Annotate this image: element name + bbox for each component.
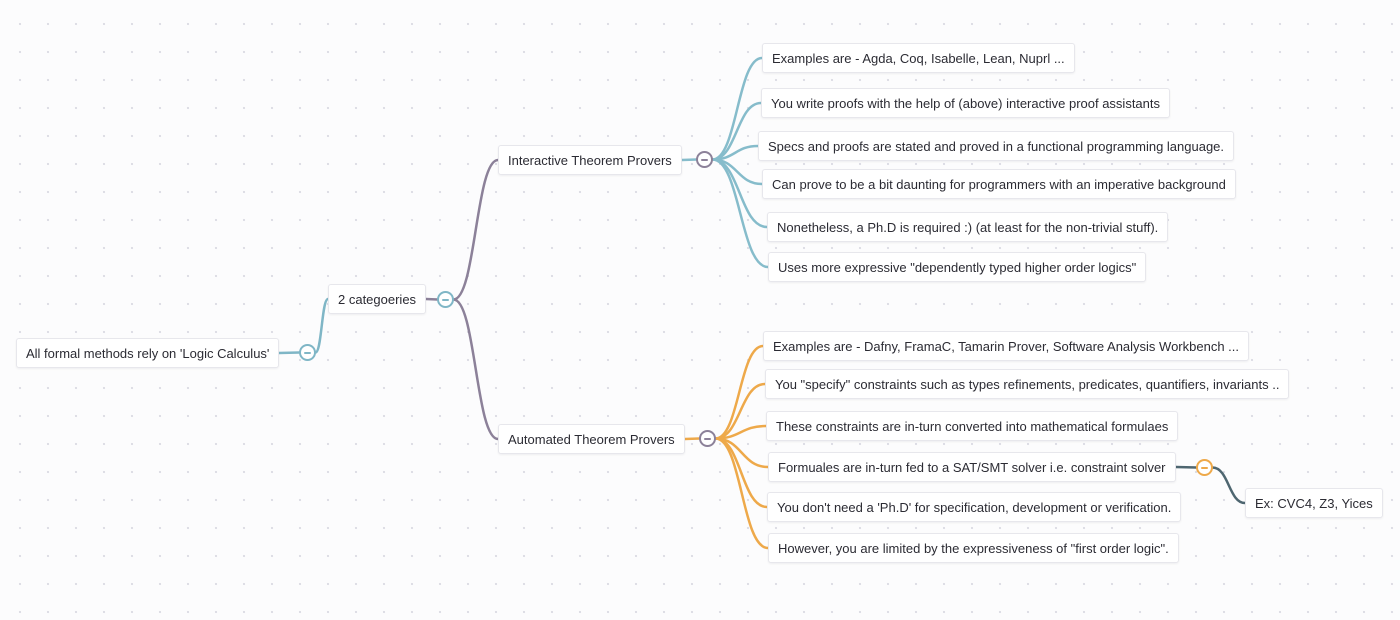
solver-collapse-toggle[interactable]: [1196, 459, 1213, 476]
categories-link-1: [452, 158, 500, 301]
interactive-link-stub: [680, 158, 698, 162]
automated-child-2[interactable]: You "specify" constraints such as types …: [765, 369, 1290, 399]
interactive-child-1[interactable]: Examples are - Agda, Coq, Isabelle, Lean…: [762, 43, 1075, 73]
categories-node[interactable]: 2 categoeries: [328, 284, 427, 314]
automated-collapse-toggle[interactable]: [699, 430, 716, 447]
interactive-child-4[interactable]: Can prove to be a bit daunting for progr…: [762, 169, 1236, 199]
solver-link-1: [1211, 466, 1247, 505]
solver-example-node[interactable]: Ex: CVC4, Z3, Yices: [1245, 488, 1383, 518]
automated-child-1[interactable]: Examples are - Dafny, FramaC, Tamarin Pr…: [763, 331, 1250, 361]
automated-child-3[interactable]: These constraints are in-turn converted …: [766, 411, 1179, 441]
categories-link-stub: [424, 297, 439, 301]
automated-link-stub: [683, 437, 701, 441]
interactive-collapse-toggle[interactable]: [696, 151, 713, 168]
interactive-link-1: [711, 56, 764, 161]
automated-provers-node[interactable]: Automated Theorem Provers: [498, 424, 685, 454]
interactive-child-5[interactable]: Nonetheless, a Ph.D is required :) (at l…: [767, 212, 1169, 242]
root-link-1: [314, 297, 330, 354]
solver-link-stub: [1174, 465, 1198, 469]
interactive-child-6[interactable]: Uses more expressive "dependently typed …: [768, 252, 1147, 282]
automated-link-1: [714, 344, 765, 440]
categories-collapse-toggle[interactable]: [437, 291, 454, 308]
root-node[interactable]: All formal methods rely on 'Logic Calcul…: [16, 338, 280, 368]
automated-link-5: [714, 437, 769, 509]
automated-link-2: [714, 382, 767, 440]
automated-child-6[interactable]: However, you are limited by the expressi…: [768, 533, 1179, 563]
interactive-link-2: [711, 101, 763, 161]
automated-child-4[interactable]: Formuales are in-turn fed to a SAT/SMT s…: [768, 452, 1176, 482]
interactive-link-6: [711, 158, 770, 269]
root-link-stub: [277, 351, 301, 355]
automated-link-6: [714, 437, 770, 550]
root-collapse-toggle[interactable]: [299, 344, 316, 361]
interactive-link-5: [711, 158, 769, 229]
interactive-child-2[interactable]: You write proofs with the help of (above…: [761, 88, 1171, 118]
interactive-child-3[interactable]: Specs and proofs are stated and proved i…: [758, 131, 1235, 161]
categories-link-2: [452, 298, 500, 441]
interactive-provers-node[interactable]: Interactive Theorem Provers: [498, 145, 682, 175]
automated-child-5[interactable]: You don't need a 'Ph.D' for specificatio…: [767, 492, 1182, 522]
